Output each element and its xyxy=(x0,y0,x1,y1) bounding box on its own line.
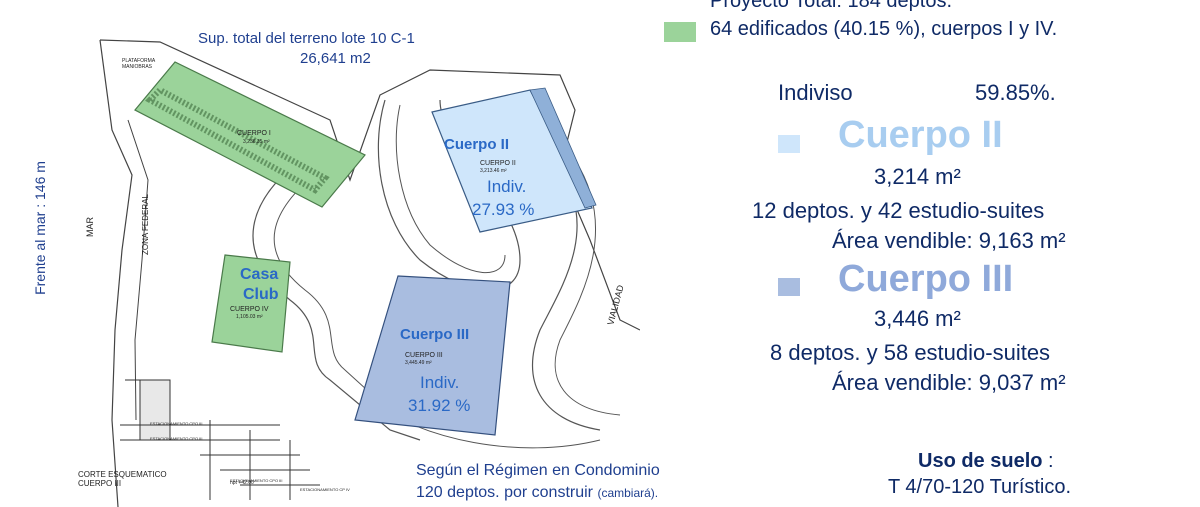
frente-label: Frente al mar : 146 m xyxy=(32,161,48,295)
cuerpo-1-hatch xyxy=(145,86,330,194)
cuerpo-2-area-summary: 3,214 m² xyxy=(874,164,961,189)
road-loop-inner xyxy=(395,104,506,274)
indiviso-label: Indiviso xyxy=(778,80,853,105)
estac-1: ESTACIONAMIENTO CPO III xyxy=(150,421,203,426)
lot-boundary xyxy=(99,39,640,331)
cuerpo-2-indiv-pct: 27.93 % xyxy=(472,200,535,219)
casa-club-title-1: Casa xyxy=(240,266,279,283)
cuerpo-3-indiv-pct: 31.92 % xyxy=(408,396,471,415)
regimen-line-1: Según el Régimen en Condominio xyxy=(416,462,660,479)
uso-value: T 4/70-120 Turístico. xyxy=(888,476,1072,498)
cuerpo-2-tag: CUERPO II xyxy=(480,160,516,167)
coastline xyxy=(99,39,133,507)
uso-de-suelo: Uso de suelo : xyxy=(918,450,1054,473)
cuerpo-3-swatch xyxy=(778,278,800,296)
cuerpo-2-indiv-label: Indiv. xyxy=(487,177,527,196)
npt-label: npt +42.00 xyxy=(230,480,254,486)
estac-4: ESTACIONAMIENTO CP IV xyxy=(300,487,350,492)
casa-club-footprint xyxy=(211,254,291,353)
cuerpo-2-swatch xyxy=(778,135,800,153)
zona-federal-label: ZONA FEDERAL xyxy=(140,194,150,255)
indiviso-value: 59.85%. xyxy=(975,80,1056,105)
cuerpo-3-area-summary: 3,446 m² xyxy=(874,306,961,331)
cuerpo-2-units: 12 deptos. y 42 estudio-suites xyxy=(752,198,1045,223)
road-curve-right xyxy=(531,169,601,431)
plataforma-label: PLATAFORMA MANIOBRAS xyxy=(122,58,155,70)
uso-label: Uso de suelo xyxy=(918,450,1043,472)
proyecto-total: Proyecto Total: 184 deptos. xyxy=(710,0,953,12)
cuerpo-3-vendible: Área vendible: 9,037 m² xyxy=(832,370,1066,395)
cuerpo-1-area: 3,236.35 m² xyxy=(243,139,270,145)
cuerpo-3-heading: Cuerpo III xyxy=(838,258,1014,300)
corte-label-1: CORTE ESQUEMATICO xyxy=(78,470,167,479)
road-curve-right-2 xyxy=(554,159,621,416)
cuerpo-3-title: Cuerpo III xyxy=(400,326,470,343)
lot-title: Sup. total del terreno lote 10 C-1 xyxy=(198,30,415,47)
cuerpo-3-units: 8 deptos. y 58 estudio-suites xyxy=(770,340,1051,365)
estac-2: ESTACIONAMIENTO CPO III xyxy=(150,436,203,441)
casa-club-title-2: Club xyxy=(243,286,279,303)
regimen-line-2: 120 deptos. por construir (cambiará). xyxy=(416,484,658,502)
cuerpo-2-hatch xyxy=(529,87,597,209)
mar-label: MAR xyxy=(85,217,95,237)
corte-label-2: CUERPO III xyxy=(78,479,122,488)
corte-esquematico-drawing xyxy=(120,379,320,500)
uso-colon: : xyxy=(1042,450,1054,472)
edificados-text: 64 edificados (40.15 %), cuerpos I y IV. xyxy=(710,18,1058,40)
built-legend-swatch xyxy=(664,22,696,42)
cuerpo-1-footprint xyxy=(134,61,366,208)
cuerpo-2-area: 3,213.46 m² xyxy=(480,168,507,174)
zona-federal-line xyxy=(127,119,149,421)
estac-3: ESTACIONAMIENTO CPO III xyxy=(230,478,283,483)
cuerpo-2-vendible: Área vendible: 9,163 m² xyxy=(832,228,1066,253)
cuerpo-1-tag: CUERPO I xyxy=(237,130,271,137)
road-outer xyxy=(252,159,421,441)
cuerpo-3-area: 3,445.49 m² xyxy=(405,360,432,366)
road-inner xyxy=(273,169,401,421)
regimen-note: (cambiará). xyxy=(597,486,659,500)
cuerpo-4-tag: CUERPO IV xyxy=(230,306,269,313)
regimen-text: 120 deptos. por construir xyxy=(416,484,593,501)
lot-area: 26,641 m2 xyxy=(300,50,371,67)
site-plan-drawing xyxy=(99,39,640,507)
cuerpo-2-heading: Cuerpo II xyxy=(838,114,1003,156)
cuerpo-2-title: Cuerpo II xyxy=(444,136,510,153)
cuerpo-3-tag: CUERPO III xyxy=(405,352,443,359)
cuerpo-4-area: 1,105.03 m² xyxy=(236,314,263,320)
cuerpo-3-footprint xyxy=(354,275,511,436)
cuerpo-2-footprint xyxy=(431,89,593,233)
cuerpo-3-indiv-label: Indiv. xyxy=(420,373,460,392)
